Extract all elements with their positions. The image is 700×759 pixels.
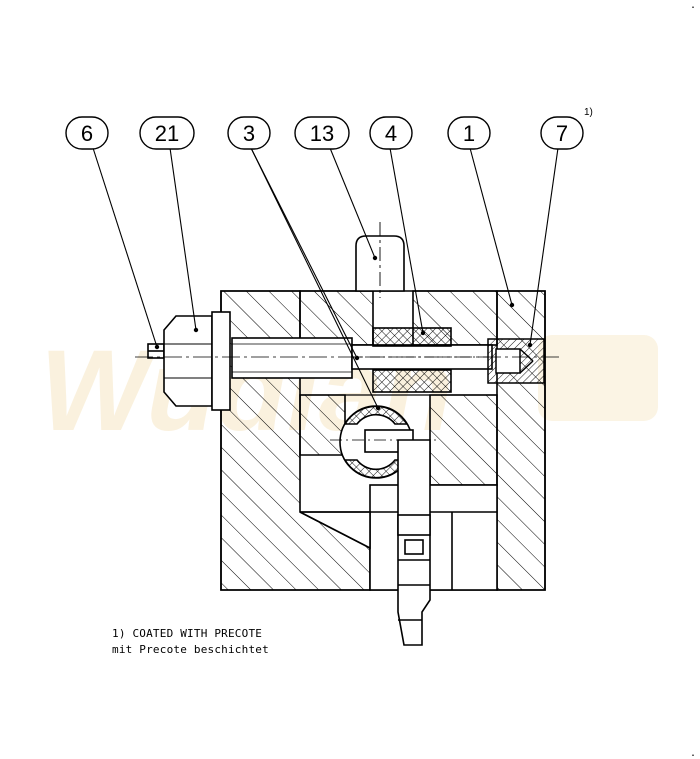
hex-nut-part-21 <box>163 311 231 411</box>
callout-label: 3 <box>243 121 255 146</box>
corner-mark-top: . <box>690 0 696 11</box>
threaded-insert-part-7 <box>487 338 545 384</box>
valve-stem <box>397 439 431 646</box>
callout-label: 4 <box>385 121 397 146</box>
callout-label: 1 <box>463 121 475 146</box>
callout-3: 3 <box>227 116 271 150</box>
corner-mark-bottom: . <box>690 748 696 759</box>
ball-element-part-3 <box>330 405 440 479</box>
callout-4: 4 <box>369 116 413 150</box>
callout-label: 7 <box>556 121 568 146</box>
callout-7: 7 1) <box>540 107 593 150</box>
callout-21: 21 <box>139 116 195 150</box>
leader-lines <box>92 147 559 409</box>
callout-1: 1 <box>447 116 491 150</box>
callout-6: 6 <box>65 116 109 150</box>
callout-superscript: 1) <box>584 107 593 118</box>
adjusting-screw-part-6 <box>147 337 353 379</box>
callout-label: 6 <box>81 121 93 146</box>
footnote-line-2: mit Precote beschichtet <box>112 643 269 656</box>
slide-block-part-4 <box>372 327 452 393</box>
leader-dots <box>154 255 533 411</box>
callout-label: 21 <box>155 121 179 146</box>
footnote-line-1: 1) COATED WITH PRECOTE <box>112 627 263 640</box>
callout-label: 13 <box>310 121 334 146</box>
pin-part-13 <box>355 222 405 298</box>
watermark-badge <box>538 335 658 421</box>
callout-13: 13 <box>294 116 350 150</box>
